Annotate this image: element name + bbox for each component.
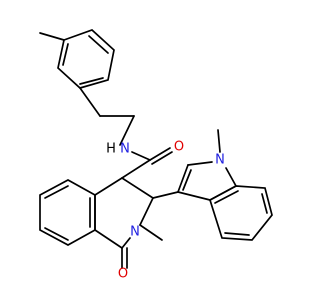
bond [121, 177, 154, 199]
bond [225, 167, 237, 187]
bond [214, 190, 239, 204]
bond [44, 227, 69, 241]
bond [39, 32, 65, 41]
bond [44, 185, 69, 199]
bond [131, 151, 151, 161]
bond [139, 197, 154, 226]
fused-benzene-ring [39, 179, 96, 246]
bond [94, 177, 123, 196]
ring-nitrogen-label: N [130, 225, 140, 240]
bond [217, 129, 221, 153]
bond [119, 115, 135, 146]
bond [79, 87, 101, 117]
bond [224, 232, 250, 236]
atom-labels: N H O N O N [106, 140, 225, 282]
bond [88, 35, 109, 54]
indole-nitrogen-label: N [215, 153, 225, 168]
lactam-oxygen-label: O [118, 267, 128, 282]
bond [182, 169, 192, 191]
amide-oxygen-label: O [174, 140, 184, 155]
bond [177, 164, 189, 193]
bond [121, 159, 151, 179]
bond [151, 151, 173, 165]
amide-nitrogen-label: N [120, 142, 130, 157]
bond [261, 193, 268, 214]
bond [149, 147, 171, 161]
bond [62, 43, 69, 66]
bond [177, 191, 211, 201]
bond [94, 229, 123, 249]
indole-benzo-ring [208, 185, 273, 241]
bond [187, 161, 213, 166]
bond [121, 237, 131, 249]
amide-hydrogen-label: H [106, 142, 116, 157]
bond [79, 77, 104, 85]
tolyl-ring [57, 29, 115, 89]
molecule-structure-diagram: N H O N O N [39, 29, 273, 282]
bond [139, 224, 163, 241]
bond [152, 191, 179, 199]
bond-lines [39, 29, 273, 269]
